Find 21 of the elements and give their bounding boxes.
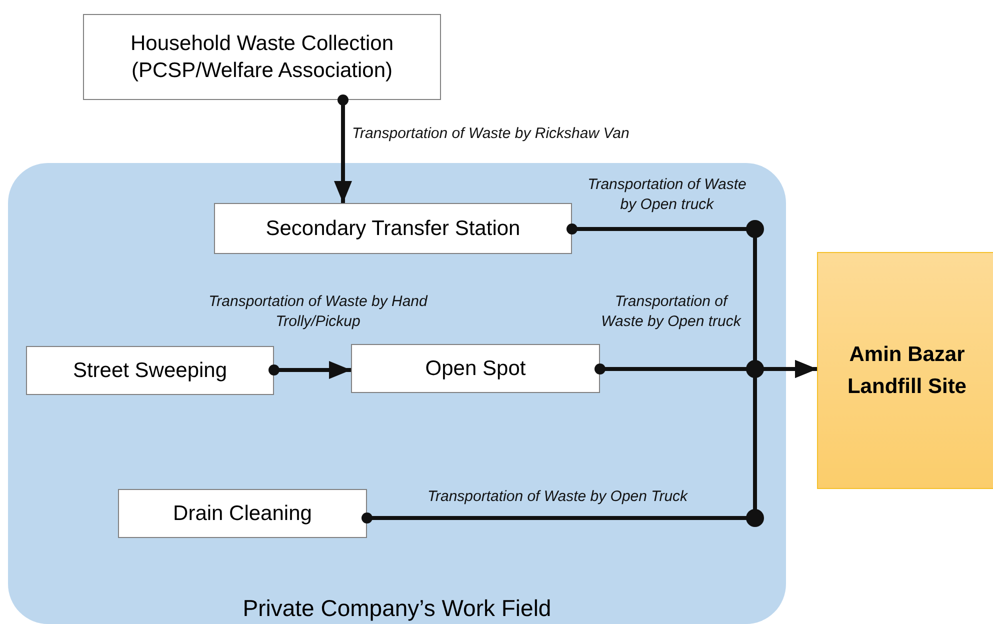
node-label: Drain Cleaning [172, 500, 313, 527]
edge-label: Transportation of Waste by Open Truck [426, 487, 689, 507]
arrow [268, 361, 351, 379]
node-label: Household Waste Collection (PCSP/Welfare Association) [129, 30, 395, 84]
edge-label: Transportation of Waste by Hand Trolly/Pickup [208, 292, 428, 332]
edge-label: Transportation of Waste by Rickshaw Van [352, 124, 630, 144]
process-box [214, 203, 572, 254]
node-label: Secondary Transfer Station [264, 216, 522, 242]
edge-label: Transportation of Waste by Open truck [586, 175, 748, 216]
panel-title: Private Company’s Work Field [242, 595, 552, 622]
node-label: Open Spot [424, 356, 527, 382]
process-box [26, 346, 274, 395]
node-label: Street Sweeping [72, 358, 228, 384]
process-box [118, 489, 367, 538]
process-box [83, 14, 441, 100]
arrow [334, 94, 352, 203]
work-field-panel [8, 163, 786, 624]
landfill-box [817, 252, 993, 489]
process-box [351, 344, 600, 393]
edge-label: Transportation of Waste by Open truck [600, 292, 742, 332]
node-label: Amin Bazar Landfill Site [846, 342, 968, 400]
